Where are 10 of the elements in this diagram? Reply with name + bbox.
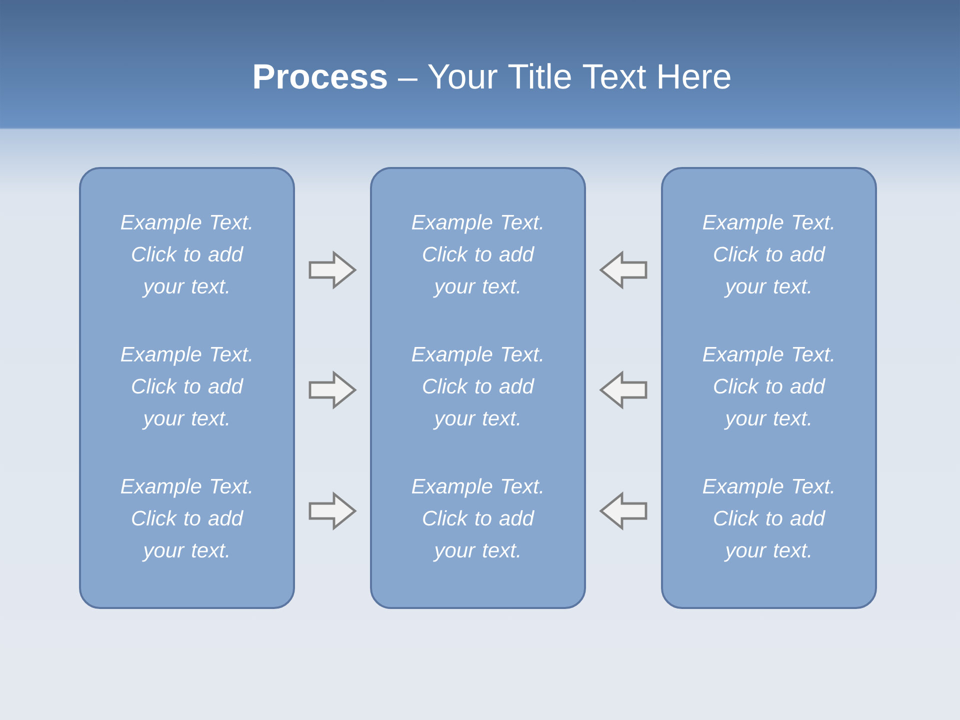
block-arrow bbox=[308, 250, 357, 290]
column-box: Example Text. Click to add your text. Example Text. Click to add your text. Example Text. Click to add your text. bbox=[370, 167, 586, 609]
column-box: Example Text. Click to add your text. Example Text. Click to add your text. Example Text. Click to add your text. bbox=[79, 167, 295, 609]
block-arrow bbox=[308, 370, 357, 410]
block-arrow bbox=[308, 491, 357, 531]
block-arrow bbox=[599, 370, 648, 410]
column-box: Example Text. Click to add your text. Example Text. Click to add your text. Example Text. Click to add your text. bbox=[661, 167, 877, 609]
slide-title: Process – Your Title Text Here bbox=[254, 63, 730, 89]
block-arrow bbox=[599, 250, 648, 290]
block-arrow bbox=[599, 491, 648, 531]
